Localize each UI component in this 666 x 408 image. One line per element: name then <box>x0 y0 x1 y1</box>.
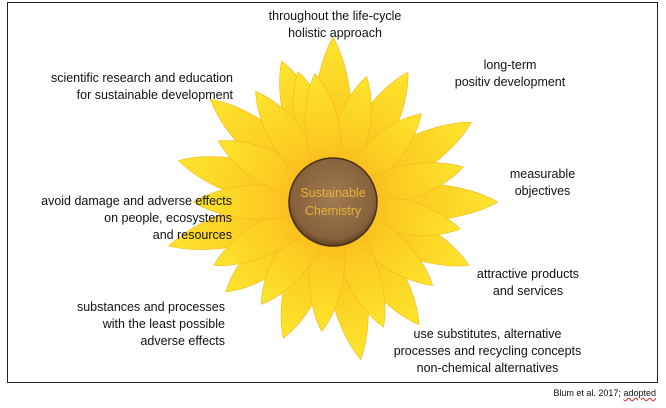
center-label: Sustainable Chemistry <box>290 184 376 220</box>
label-line: substances and processes <box>76 300 225 314</box>
label-line: and services <box>492 284 564 298</box>
label-measurable: measurable objectives <box>495 166 590 200</box>
source-tail: adopted <box>623 388 656 398</box>
label-line: processes and recycling concepts <box>393 344 582 358</box>
label-line: long-term <box>483 58 537 72</box>
label-line: holistic approach <box>288 26 382 40</box>
label-line: throughout the life-cycle <box>268 9 402 23</box>
source-text: Blum et al. 2017; <box>553 388 621 398</box>
label-line: non-chemical alternatives <box>416 361 559 375</box>
label-long-term: long-term positiv development <box>440 57 580 91</box>
label-line: on people, ecosystems <box>104 211 232 225</box>
label-line: measurable <box>509 167 576 181</box>
flower-center <box>288 157 378 247</box>
label-research: scientific research and education for su… <box>20 70 233 104</box>
label-line: adverse effects <box>140 334 225 348</box>
center-line-1: Sustainable <box>300 186 366 200</box>
label-line: objectives <box>514 184 571 198</box>
label-line: with the least possible <box>102 317 225 331</box>
label-line: scientific research and education <box>50 71 233 85</box>
label-line: avoid damage and adverse effects <box>41 194 232 208</box>
label-line: use substitutes, alternative <box>413 327 562 341</box>
label-avoid-damage: avoid damage and adverse effects on peop… <box>20 193 232 244</box>
label-line: attractive products <box>476 267 580 281</box>
center-line-2: Chemistry <box>304 204 362 218</box>
label-lifecycle: throughout the life-cycle holistic appro… <box>255 8 415 42</box>
label-substitutes: use substitutes, alternative processes a… <box>380 326 595 377</box>
source-citation: Blum et al. 2017; adopted <box>553 388 656 398</box>
label-attractive-products: attractive products and services <box>468 266 588 300</box>
diagram-frame <box>7 2 658 383</box>
label-line: for sustainable development <box>76 88 233 102</box>
label-line: positiv development <box>454 75 566 89</box>
label-least-adverse: substances and processes with the least … <box>50 299 225 350</box>
label-line: and resources <box>152 228 232 242</box>
